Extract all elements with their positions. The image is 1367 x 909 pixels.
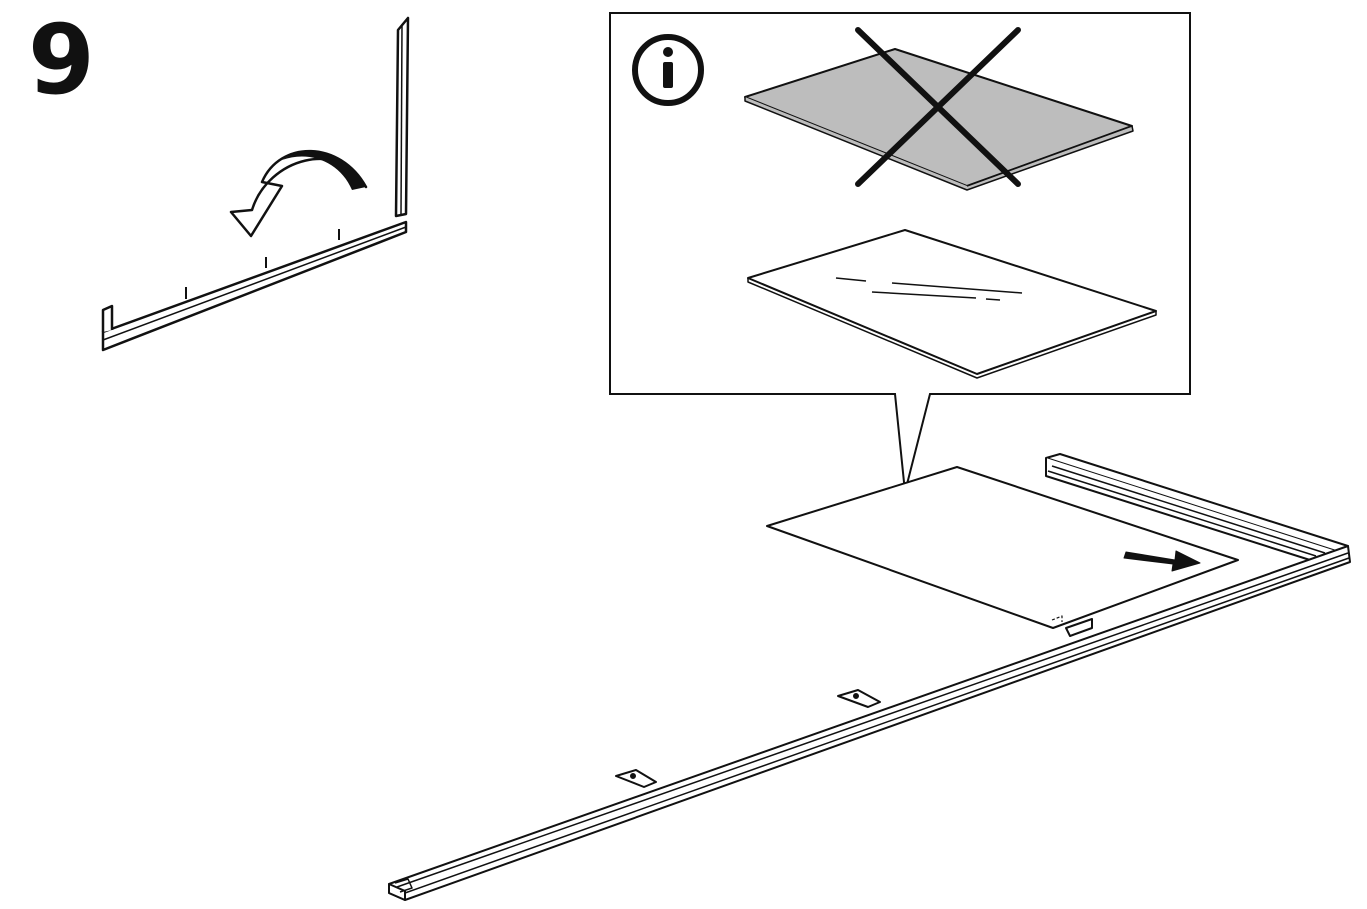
cross-out-icon <box>855 27 1021 187</box>
front-rail <box>388 545 1351 901</box>
correct-panel <box>747 229 1157 379</box>
frame-rail-assembly <box>388 453 1351 901</box>
slide-arrow-icon <box>1123 550 1201 572</box>
info-icon <box>632 34 704 106</box>
step-number: 9 <box>28 4 95 116</box>
back-rail <box>1045 453 1349 561</box>
glass-panel <box>766 466 1239 629</box>
upright-rail <box>394 16 410 218</box>
incorrect-panel <box>744 48 1134 191</box>
bottom-rail <box>101 220 408 352</box>
mounting-tab <box>837 689 881 708</box>
flip-rail-illustration <box>101 16 410 352</box>
info-callout <box>609 12 1191 493</box>
mounting-tab <box>615 769 657 788</box>
rotate-arrow-icon <box>229 149 368 238</box>
